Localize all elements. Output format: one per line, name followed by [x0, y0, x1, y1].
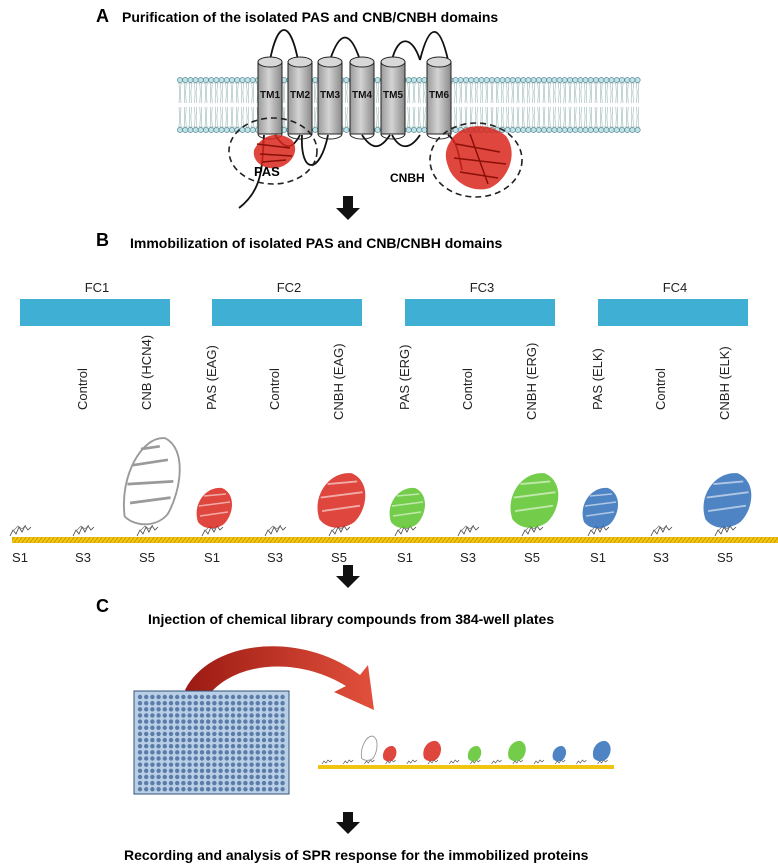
tm-helix-1: TM1: [257, 56, 283, 140]
spot-label: Control: [653, 368, 668, 410]
spot-id: S1: [397, 550, 413, 565]
spot-s1: S1: [9, 524, 32, 565]
tm-helix-4: TM4: [349, 56, 375, 140]
spot-label: CNBH (EAG): [331, 343, 346, 420]
tm-label: TM1: [260, 90, 280, 101]
spot-id: S5: [524, 550, 540, 565]
pas-domain-outline: [228, 117, 318, 185]
flow-cell-bar: [20, 299, 170, 326]
mini-sensor-chip: [318, 765, 614, 769]
panel-b: B Immobilization of isolated PAS and CNB…: [9, 230, 778, 565]
spot-id: S1: [12, 550, 28, 565]
spot-id: S1: [590, 550, 606, 565]
panel-c-title: Injection of chemical library compounds …: [148, 611, 554, 627]
spot-label: Control: [75, 368, 90, 410]
flow-cell-label: FC3: [470, 280, 495, 295]
spot-s1: PAS (ERG) S1: [389, 345, 425, 565]
spot-s5: CNBH (ERG) S5: [510, 343, 559, 565]
tm-helix-6: TM6: [426, 56, 452, 140]
sensor-chip-surface: [12, 537, 778, 543]
spot-id: S5: [717, 550, 733, 565]
cnbh-domain-structure: [445, 126, 512, 190]
panel-a-title: Purification of the isolated PAS and CNB…: [122, 9, 498, 25]
flow-cell-label: FC2: [277, 280, 302, 295]
spot-label: CNBH (ERG): [524, 343, 539, 420]
panel-a-letter: A: [96, 6, 109, 26]
spot-id: S3: [75, 550, 91, 565]
tm-label: TM5: [383, 90, 403, 101]
flow-arrow-3: [336, 812, 360, 834]
spot-id: S3: [460, 550, 476, 565]
flow-cell-bar: [212, 299, 362, 326]
panel-c-letter: C: [96, 596, 109, 616]
tm-label: TM4: [352, 90, 372, 101]
cnbh-domain-outline: [429, 122, 523, 198]
flow-cell-label: FC1: [85, 280, 110, 295]
spot-label: PAS (ELK): [590, 348, 605, 410]
spot-label: Control: [267, 368, 282, 410]
spot-id: S1: [204, 550, 220, 565]
panel-a: A Purification of the isolated PAS and C…: [96, 6, 641, 209]
flow-cell-label: FC4: [663, 280, 688, 295]
tm-helix-5: TM5: [380, 56, 406, 140]
tm-label: TM6: [429, 90, 449, 101]
spot-label: PAS (ERG): [397, 345, 412, 411]
panel-b-letter: B: [96, 230, 109, 250]
spot-s1: PAS (ELK) S1: [582, 348, 618, 565]
spot-label: PAS (EAG): [204, 345, 219, 410]
flow-cell-bar: [405, 299, 555, 326]
well-plate-384: [133, 690, 290, 795]
spot-s5: CNBH (EAG) S5: [317, 343, 366, 565]
panel-b-title: Immobilization of isolated PAS and CNB/C…: [130, 235, 503, 251]
spot-label: CNB (HCN4): [139, 335, 154, 410]
membrane-upper-leaflet: [177, 77, 641, 104]
mini-immobilized-proteins: [321, 735, 611, 765]
transmembrane-helices: TM1 TM2 TM3 TM4 TM5 TM6: [257, 56, 452, 140]
tm-helix-2: TM2: [287, 56, 313, 140]
spot-id: S5: [331, 550, 347, 565]
tm-label: TM3: [320, 90, 340, 101]
pas-domain-structure: [253, 134, 296, 169]
spot-s5: CNB (HCN4) S5: [122, 335, 181, 565]
spot-id: S3: [653, 550, 669, 565]
spot-s5: CNBH (ELK) S5: [703, 346, 752, 565]
tm-label: TM2: [290, 90, 310, 101]
panel-c: C Injection of chemical library compound…: [96, 596, 614, 795]
spot-id: S3: [267, 550, 283, 565]
tm-helix-3: TM3: [317, 56, 343, 140]
flow-arrow-2: [336, 565, 360, 588]
spot-id: S5: [139, 550, 155, 565]
final-step-title: Recording and analysis of SPR response f…: [124, 847, 589, 863]
spot-label: Control: [460, 368, 475, 410]
flow-arrow-1: [336, 196, 360, 220]
membrane-lower-leaflet: [177, 106, 641, 133]
cnbh-label: CNBH: [390, 171, 425, 185]
injection-arrow: [185, 646, 374, 710]
pas-label: PAS: [254, 164, 280, 179]
spot-s1: PAS (EAG) S1: [196, 345, 232, 565]
spot-label: CNBH (ELK): [717, 346, 732, 420]
flow-cell-bar: [598, 299, 748, 326]
